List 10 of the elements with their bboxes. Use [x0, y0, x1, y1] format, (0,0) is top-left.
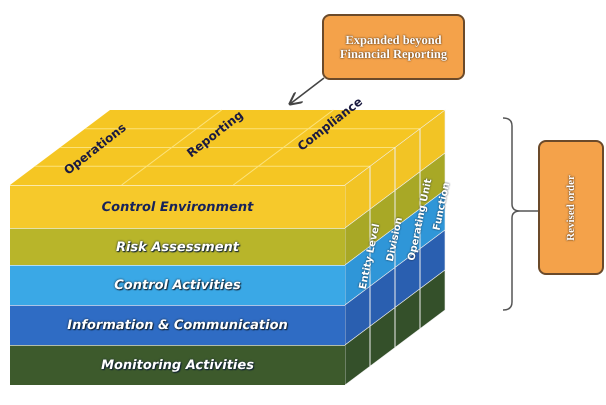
callout-box: Expanded beyond Financial Reporting: [322, 14, 465, 80]
layer-band: Control Environment: [10, 185, 345, 228]
callout-box: Revised order: [538, 140, 604, 275]
layer-band: Control Activities: [10, 265, 345, 305]
layer-band: Monitoring Activities: [10, 345, 345, 385]
layer-band: Risk Assessment: [10, 228, 345, 265]
side-label: Division: [381, 199, 409, 280]
side-label: Entity Level: [356, 216, 384, 297]
arrow: [288, 77, 324, 106]
layer-band: Information & Communication: [10, 305, 345, 345]
